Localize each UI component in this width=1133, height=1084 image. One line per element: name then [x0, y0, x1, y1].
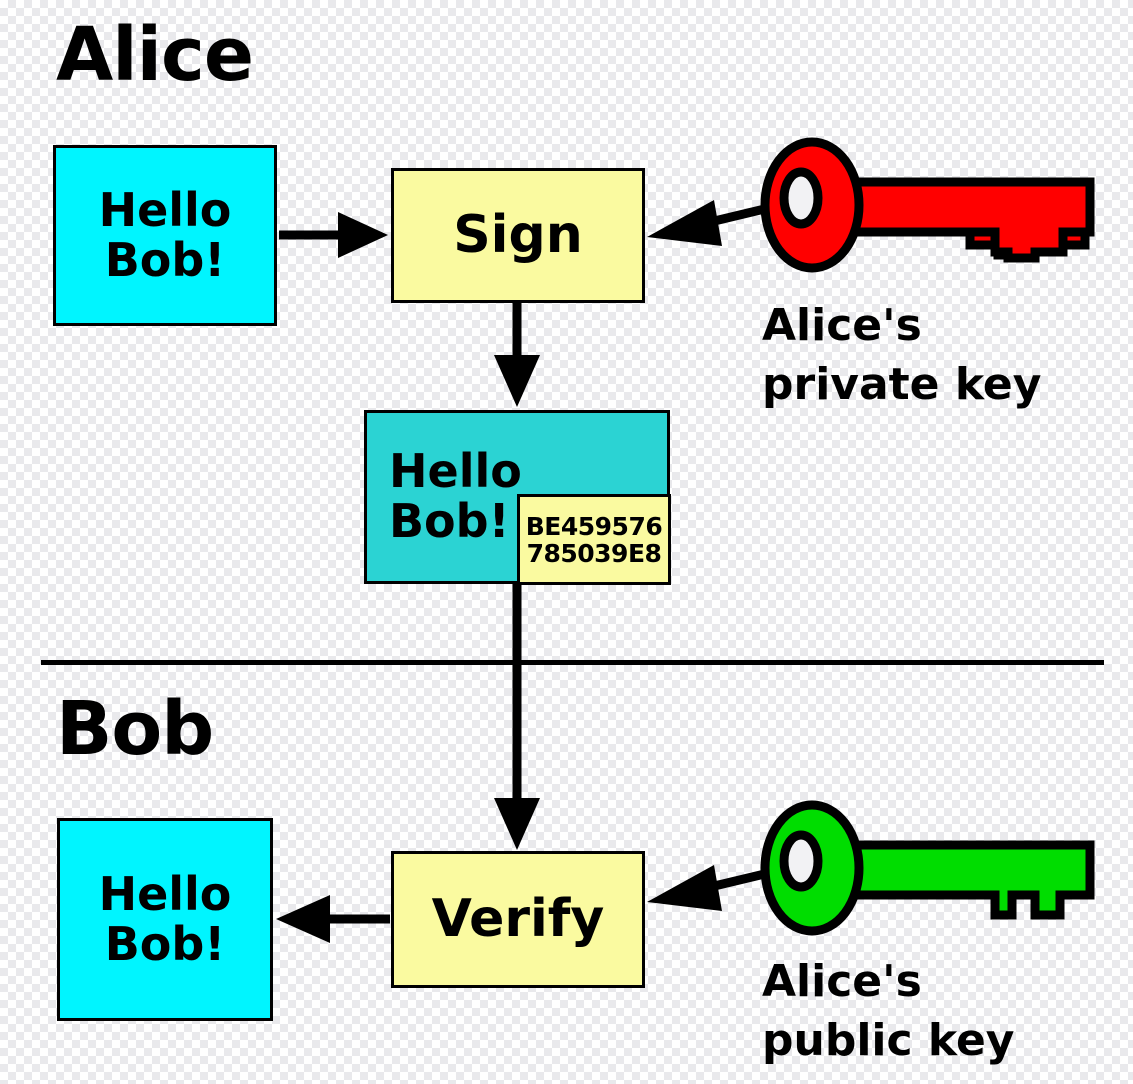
arrow-plaintext-to-sign [279, 212, 388, 258]
private-key-label-line-1: Alice's [762, 300, 922, 351]
signature-line-2: 785039E8 [526, 538, 662, 568]
key-icon-private [760, 137, 1095, 273]
key-icon-public [760, 800, 1095, 936]
message-line-1: Hello [98, 866, 232, 921]
section-title-bob: Bob [56, 686, 214, 772]
message-line-2: Bob! [104, 232, 226, 287]
public-key-label-line-1: Alice's [762, 956, 922, 1007]
signature-block: BE459576 785039E8 [517, 494, 671, 585]
public-key-label: Alice's public key [762, 952, 1014, 1071]
message-line-2: Bob! [104, 916, 226, 971]
message-box-alice-plaintext: Hello Bob! [53, 145, 277, 326]
arrow-public-key-to-verify [647, 863, 792, 911]
process-box-verify[interactable]: Verify [391, 851, 645, 988]
public-key-label-line-2: public key [762, 1015, 1015, 1067]
process-box-verify-label: Verify [431, 889, 605, 950]
private-key-label: Alice's private key [762, 296, 1041, 415]
signed-message-line-2: Bob! [389, 494, 510, 548]
private-key-label-line-2: private key [762, 359, 1042, 411]
signature-line-1: BE459576 [525, 511, 663, 541]
arrow-sign-to-signed-message [494, 303, 540, 407]
signed-message-line-1: Hello [389, 444, 522, 499]
message-box-bob-plaintext: Hello Bob! [57, 818, 273, 1021]
message-line-1: Hello [98, 182, 232, 237]
process-box-sign-label: Sign [453, 205, 583, 266]
arrow-signed-message-to-verify [494, 584, 540, 850]
party-divider-line [41, 660, 1104, 665]
section-title-alice: Alice [56, 12, 254, 98]
process-box-sign[interactable]: Sign [391, 168, 645, 303]
arrow-private-key-to-sign [647, 198, 792, 246]
arrow-verify-to-plaintext [276, 895, 390, 943]
